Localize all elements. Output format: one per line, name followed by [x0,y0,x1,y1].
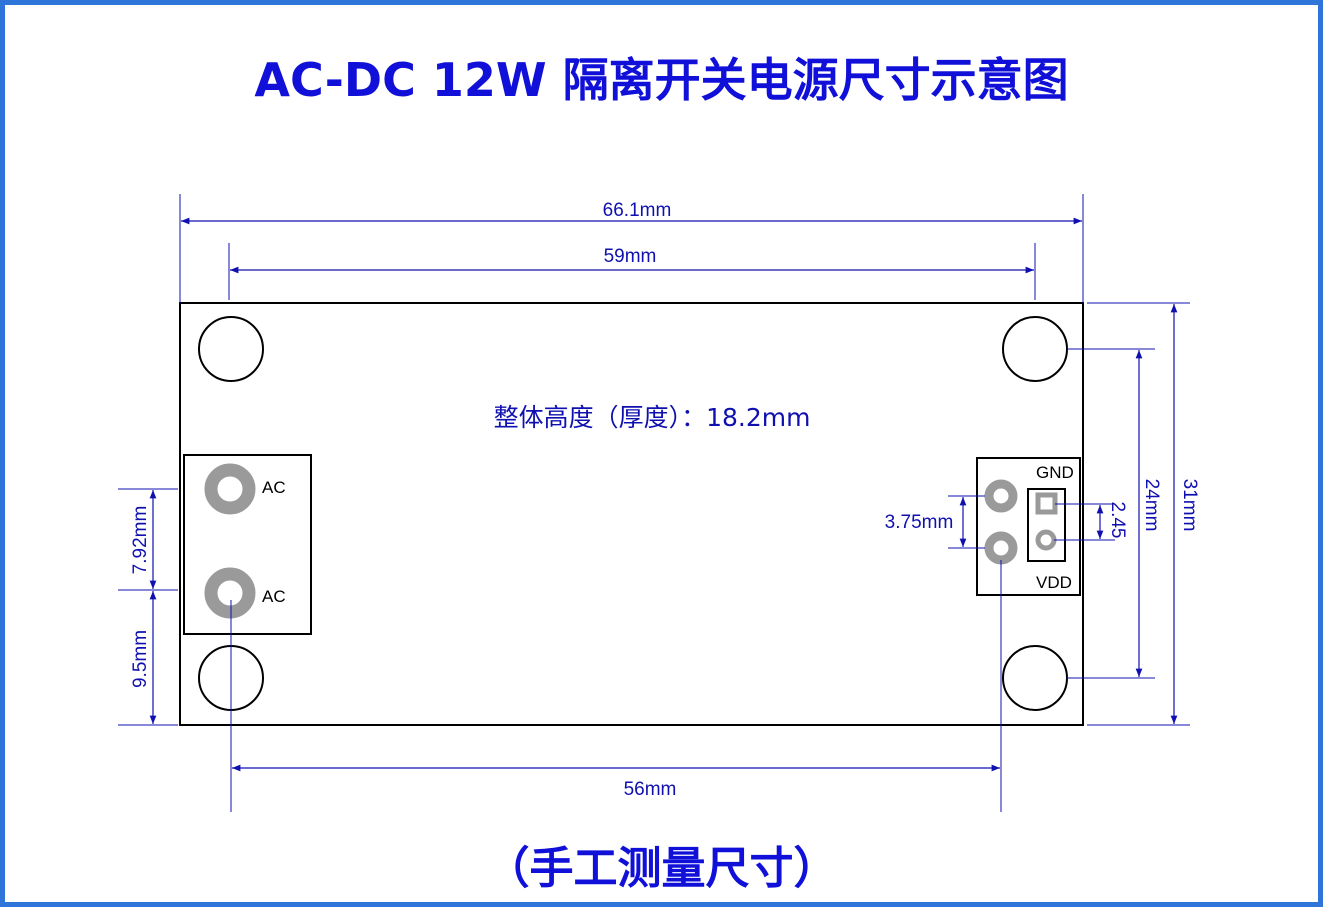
pcb-outline [179,302,1084,726]
header-pin-round [1035,529,1057,551]
height-note: 整体高度（厚度）：18.2mm [494,403,811,432]
header-outline [1027,488,1066,562]
header-pin-square [1035,492,1058,515]
ac-terminal-block [183,454,312,635]
dim-header-spacing: 2.45 [1107,502,1128,539]
ac-label-bottom: AC [262,587,286,606]
output-pad-top [984,479,1018,513]
vdd-label: VDD [1036,573,1072,592]
mounting-hole-top-right [1002,316,1068,382]
dim-output-spacing: 3.75mm [885,512,954,533]
output-terminal-block [976,457,1081,596]
ac-pad-top [204,463,256,515]
dim-ac-spacing: 7.92mm [130,506,151,575]
mounting-hole-top-left [198,316,264,382]
ac-label-top: AC [262,478,286,497]
output-pad-bottom [984,531,1018,565]
diagram-title: AC-DC 12W 隔离开关电源尺寸示意图 [254,53,1069,107]
gnd-label: GND [1036,463,1074,482]
diagram-footer: （手工测量尺寸） [485,843,838,894]
dim-total-height: 31mm [1179,479,1200,532]
dim-pin-width: 56mm [624,779,677,800]
dim-ac-edge: 9.5mm [130,630,151,688]
dim-hole-height: 24mm [1141,479,1162,532]
mounting-hole-bottom-right [1002,645,1068,711]
ac-pad-bottom [204,567,256,619]
dim-total-width: 66.1mm [603,200,672,221]
dim-hole-width: 59mm [604,246,657,267]
